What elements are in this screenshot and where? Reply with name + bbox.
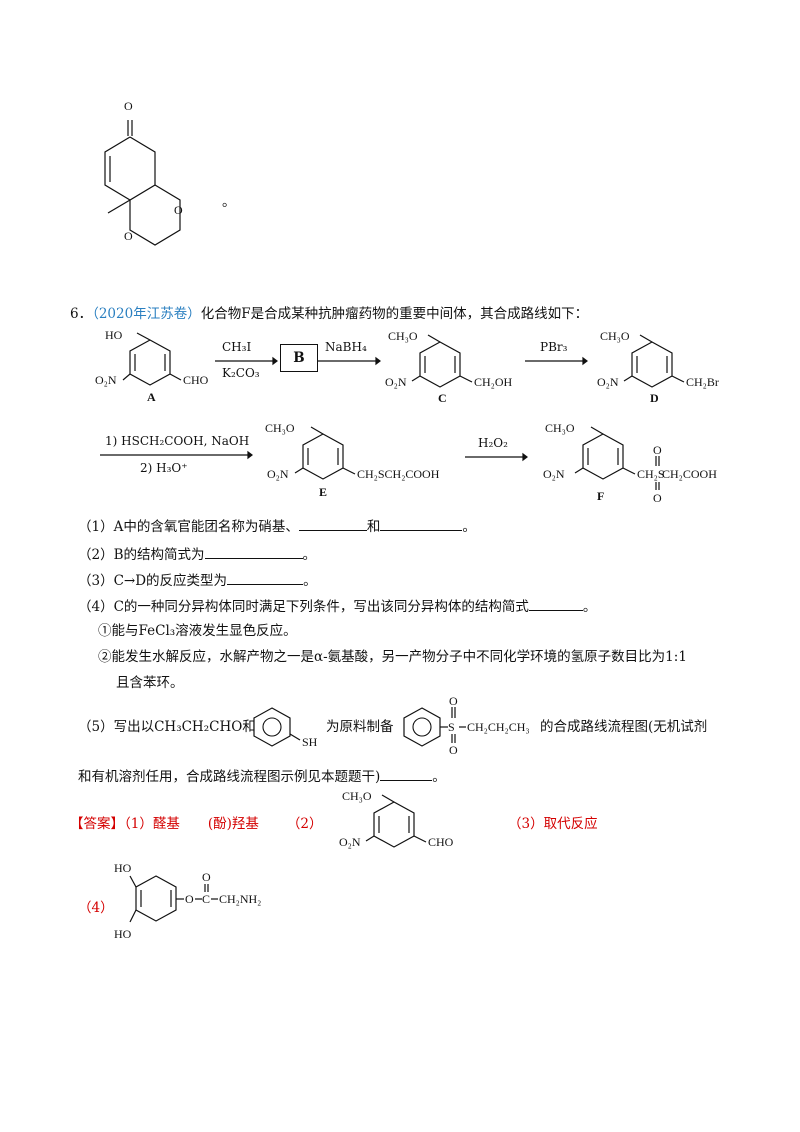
sub-question-4: （4）C的一种同分异构体同时满足下列条件，写出该同分异构体的结构简式。 <box>78 596 596 616</box>
svg-text:HO: HO <box>114 927 132 941</box>
compound-D-label: D <box>650 391 659 405</box>
q2-blank[interactable] <box>204 544 303 559</box>
sub-question-5-pre: （5）写出以CH₃CH₂CHO和 <box>78 719 256 735</box>
thiophenol-structure: SH <box>253 707 318 749</box>
compound-E-substituent: CH₂SCH₂COOH <box>357 467 440 481</box>
q4-blank[interactable] <box>528 596 583 611</box>
svg-text:HO: HO <box>114 861 132 875</box>
compound-F-CH2S: CH₂S <box>637 467 665 481</box>
answer-2-label: （2） <box>286 816 323 832</box>
compound-A-HO: HO <box>105 328 123 342</box>
compound-F-label: F <box>597 489 604 503</box>
q1-blank-2[interactable] <box>380 516 463 531</box>
arrow4 <box>100 450 253 460</box>
top-bicyclic-structure: O O O <box>104 99 183 246</box>
compound-F-O-bottom: O <box>653 491 662 505</box>
compound-D-O2N: O₂N <box>597 375 619 389</box>
compound-C-CH3O: CH₃O <box>388 329 418 343</box>
svg-text:O: O <box>202 870 211 884</box>
arrow1-top: CH₃I <box>222 340 252 354</box>
compound-D-CH2Br: CH₂Br <box>686 375 719 389</box>
question-number: 6． <box>70 306 93 322</box>
arrow3-top: PBr₃ <box>540 340 568 354</box>
svg-text:O: O <box>185 892 194 906</box>
sub-question-1: （1）A中的含氧官能团名称为硝基、和。 <box>78 516 476 536</box>
q1-blank-1[interactable] <box>298 516 367 531</box>
answer-tag: 【答案】 <box>70 816 124 832</box>
sub-question-5-post: 的合成路线流程图(无机试剂 <box>540 719 708 735</box>
answer-line-1: 【答案】（1）醛基 (酚)羟基 （2） <box>70 812 322 832</box>
compound-A-O2N: O₂N <box>95 373 117 387</box>
compound-F-O2N: O₂N <box>543 467 565 481</box>
arrow4-top: 1) HSCH₂COOH, NaOH <box>105 434 250 448</box>
q3-blank[interactable] <box>227 570 304 585</box>
q4-condition-1: ①能与FeCl₃溶液发生显色反应。 <box>98 623 297 639</box>
question-stem: 6．（2020年江苏卷）化合物F是合成某种抗肿瘤药物的重要中间体，其合成路线如下… <box>70 305 588 323</box>
compound-F: CH₃O O₂N CH₂S CH₂COOH O O F <box>543 421 717 505</box>
sub-question-2: （2）B的结构简式为。 <box>78 544 316 564</box>
arrow3 <box>525 356 588 366</box>
arrow1 <box>215 356 278 366</box>
answer-3: （3）取代反应 <box>508 816 598 832</box>
top-period: 。 <box>222 194 236 210</box>
svg-text:CH₂NH₂: CH₂NH₂ <box>219 892 261 906</box>
svg-text:SH: SH <box>302 735 318 749</box>
compound-B-box: B <box>280 344 318 372</box>
arrow5 <box>465 452 528 462</box>
svg-text:C: C <box>202 892 210 906</box>
svg-text:O₂N: O₂N <box>339 835 361 849</box>
compound-E-CH3O: CH₃O <box>265 421 295 435</box>
compound-A: HO O₂N CHO A <box>95 328 209 404</box>
compound-D-CH3O: CH₃O <box>600 329 630 343</box>
q5-blank[interactable] <box>380 766 433 781</box>
svg-text:CH₃O: CH₃O <box>342 789 372 803</box>
compound-F-O-top: O <box>653 443 662 457</box>
compound-E: CH₃O O₂N CH₂SCH₂COOH E <box>265 421 440 499</box>
compound-A-CHO: CHO <box>183 373 209 387</box>
answer-1: （1）醛基 <box>124 816 180 832</box>
ring-oxygen-1: O <box>174 203 183 217</box>
svg-text:O: O <box>449 694 458 708</box>
svg-text:CHO: CHO <box>428 835 454 849</box>
sub-question-3: （3）C→D的反应类型为。 <box>78 570 317 590</box>
compound-E-O2N: O₂N <box>267 467 289 481</box>
svg-text:O: O <box>449 743 458 757</box>
ring-oxygen-2: O <box>124 229 133 243</box>
compound-A-label: A <box>147 390 156 404</box>
q4-condition-2: ②能发生水解反应，水解产物之一是α-氨基酸，另一产物分子中不同化学环境的氢原子数… <box>98 649 687 665</box>
answer-1b: (酚)羟基 <box>207 816 259 832</box>
arrow2-top: NaBH₄ <box>325 340 367 354</box>
arrow1-bottom: K₂CO₃ <box>222 366 260 380</box>
q4-condition-2-cont: 且含苯环。 <box>116 675 184 691</box>
compound-F-CH3O: CH₃O <box>545 421 575 435</box>
arrow2 <box>318 356 381 366</box>
arrow5-top: H₂O₂ <box>478 436 508 450</box>
compound-C-O2N: O₂N <box>385 375 407 389</box>
question-text: 化合物F是合成某种抗肿瘤药物的重要中间体，其合成路线如下： <box>200 306 589 322</box>
sub-question-5-mid: 为原料制备 <box>326 719 394 735</box>
answer-4-structure: HO HO O C O CH₂NH₂ <box>114 861 261 941</box>
compound-C-CH2OH: CH₂OH <box>474 375 513 389</box>
carbonyl-oxygen: O <box>124 99 133 113</box>
arrow4-bottom: 2) H₃O⁺ <box>140 461 188 475</box>
sub-question-5-cont: 和有机溶剂任用，合成路线流程图示例见本题题干)。 <box>78 766 446 786</box>
compound-E-label: E <box>319 485 327 499</box>
compound-C-label: C <box>438 391 447 405</box>
compound-D: CH₃O O₂N CH₂Br D <box>597 329 719 405</box>
compound-C: CH₃O O₂N CH₂OH C <box>385 329 513 405</box>
svg-text:CH₂CH₂CH₃: CH₂CH₂CH₃ <box>467 720 530 734</box>
svg-text:S: S <box>448 720 455 734</box>
answer-2-structure: CH₃O O₂N CHO <box>339 789 454 849</box>
compound-F-CH2COOH: CH₂COOH <box>662 467 717 481</box>
target-sulfone-structure: S O O CH₂CH₂CH₃ <box>403 694 530 757</box>
question-source: （2020年江苏卷） <box>92 306 201 322</box>
answer-4-label: （4） <box>78 900 114 916</box>
